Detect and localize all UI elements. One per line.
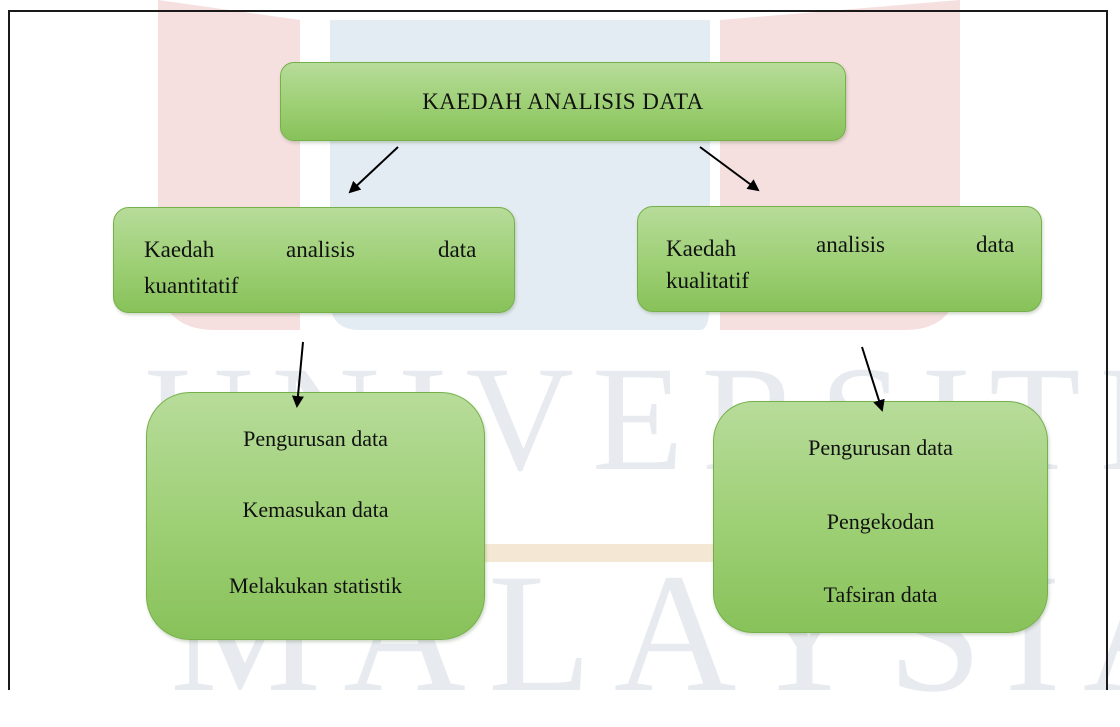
qualitative-word-2: analisis [816, 232, 885, 257]
qualitative-method-box: Kaedah analisis data kualitatif [637, 206, 1042, 312]
quantitative-step-2: Kemasukan data [242, 497, 389, 522]
qualitative-step-2: Pengekodan [826, 509, 935, 534]
arrow-qualitative-to-steps [861, 346, 885, 412]
arrow-title-to-qualitative [699, 146, 760, 192]
quantitative-line-2: kuantitatif [144, 273, 239, 298]
quantitative-step-1: Pengurusan data [243, 426, 388, 451]
quantitative-method-box: Kaedah analisis data kuantitatif [113, 207, 515, 313]
diagram-frame [8, 10, 1108, 690]
quantitative-word-2: analisis [286, 237, 355, 262]
quantitative-step-3: Melakukan statistik [229, 573, 402, 598]
qualitative-step-1: Pengurusan data [808, 435, 953, 460]
diagram-arrows [291, 146, 885, 412]
title-box: KAEDAH ANALISIS DATA [280, 62, 846, 141]
qualitative-line-2: kualitatif [666, 268, 750, 293]
qualitative-step-3: Tafsiran data [823, 582, 938, 607]
quantitative-steps-box: Pengurusan data Kemasukan data Melakukan… [146, 392, 485, 640]
qualitative-word-3: data [976, 232, 1015, 257]
quantitative-word-1: Kaedah [144, 237, 215, 262]
title-label: KAEDAH ANALISIS DATA [422, 88, 704, 114]
quantitative-word-3: data [438, 237, 477, 262]
qualitative-word-1: Kaedah [666, 236, 737, 261]
arrow-title-to-quantitative [348, 146, 399, 194]
arrow-quantitative-to-steps [291, 341, 304, 408]
